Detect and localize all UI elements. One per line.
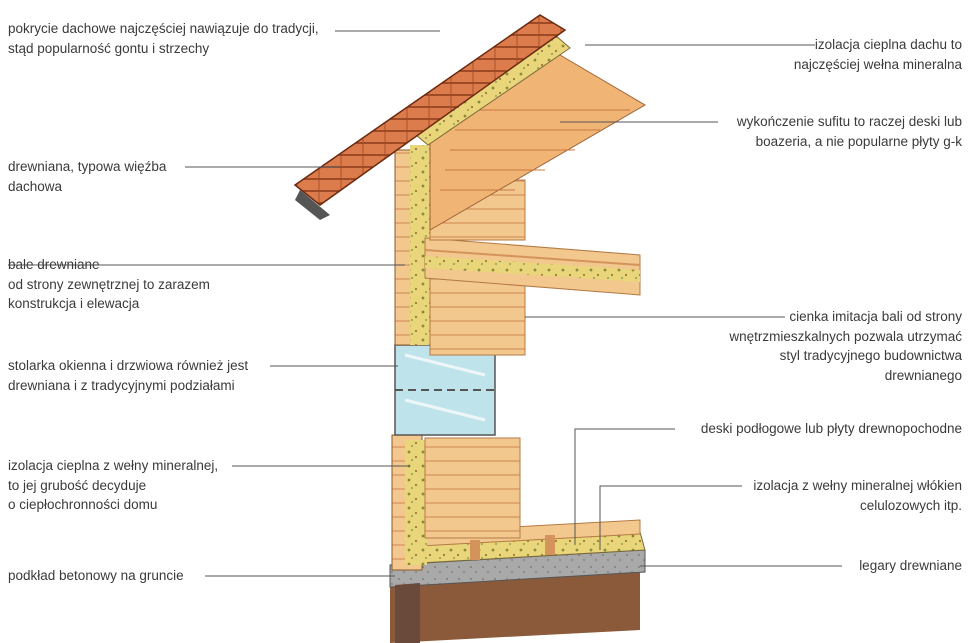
label-roof-covering: pokrycie dachowe najczęściej nawiązuje d… bbox=[8, 21, 319, 56]
label-concrete-base: podkład betonowy na gruncie bbox=[8, 568, 184, 583]
label-floor-boards: deski podłogowe lub płyty drewnopochodne bbox=[700, 421, 962, 436]
label-log-imitation: cienka imitacja bali od strony wnętrzmie… bbox=[729, 309, 962, 383]
window-frames bbox=[394, 344, 496, 436]
ground-block bbox=[389, 549, 646, 643]
label-roof-insulation: izolacja cieplna dachu to najczęściej we… bbox=[793, 37, 962, 72]
ceiling-slab bbox=[424, 237, 641, 296]
roof-tiles bbox=[293, 14, 567, 220]
label-log-walls: bale drewniane od strony zewnętrznej to … bbox=[8, 257, 210, 311]
label-cellulose-insulation: izolacja z wełny mineralnej włókien celu… bbox=[753, 478, 962, 513]
label-roof-truss: drewniana, typowa więźba dachowa bbox=[8, 159, 167, 194]
middle-wall bbox=[394, 145, 526, 356]
label-joists: legary drewniane bbox=[859, 558, 962, 573]
floor-layers bbox=[419, 519, 646, 564]
label-windows: stolarka okienna i drzwiowa również jest… bbox=[8, 358, 249, 393]
label-wall-insulation: izolacja cieplna z wełny mineralnej, to … bbox=[8, 458, 219, 512]
label-soffit: wykończenie sufitu to raczej deski lub b… bbox=[736, 114, 962, 149]
